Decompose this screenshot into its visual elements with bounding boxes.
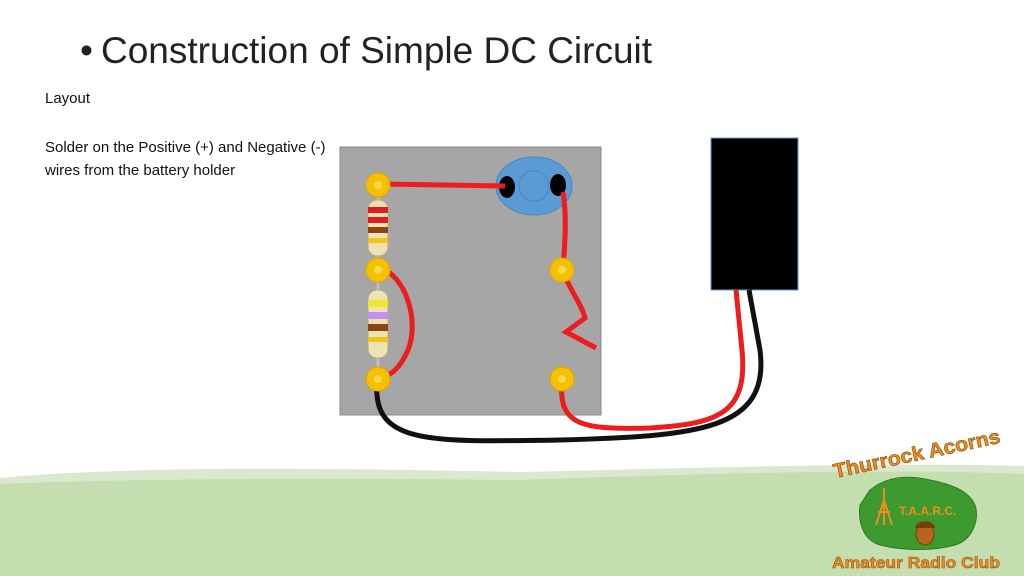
wire-positive-battery	[559, 289, 746, 431]
title-text: Construction of Simple DC Circuit	[100, 30, 653, 71]
ground-band	[0, 471, 1024, 576]
slide-title: •Construction of Simple DC Circuit	[80, 30, 652, 72]
resistor-1	[367, 195, 389, 260]
solder-pad-5	[549, 366, 575, 392]
solder-pad-1	[365, 172, 391, 198]
switch-terminal-left	[499, 176, 515, 198]
switch-terminal-right	[550, 174, 566, 196]
switch-knob	[518, 170, 550, 202]
acorn-icon	[915, 521, 935, 546]
solder-pad-4	[549, 257, 575, 283]
solder-pad-3	[365, 366, 391, 392]
antenna-icon	[875, 488, 893, 526]
wire-resistor-loop	[379, 265, 415, 381]
solder-pad-2	[365, 257, 391, 283]
logo-county-map	[859, 476, 977, 551]
wire-negative-battery	[374, 289, 764, 444]
instruction-text: Solder on the Positive (+) and Negative …	[45, 139, 326, 179]
battery-holder	[710, 137, 799, 291]
layout-label: Layout	[45, 90, 91, 107]
logo-club-name: Amateur Radio Club	[832, 555, 1000, 572]
wire-switch-to-pad	[560, 191, 568, 269]
wire-pad-to-switch	[377, 181, 506, 189]
resistor-2	[367, 280, 389, 372]
logo-badge-text: T.A.A.R.C.	[899, 504, 956, 518]
title-bullet: •	[80, 30, 93, 71]
